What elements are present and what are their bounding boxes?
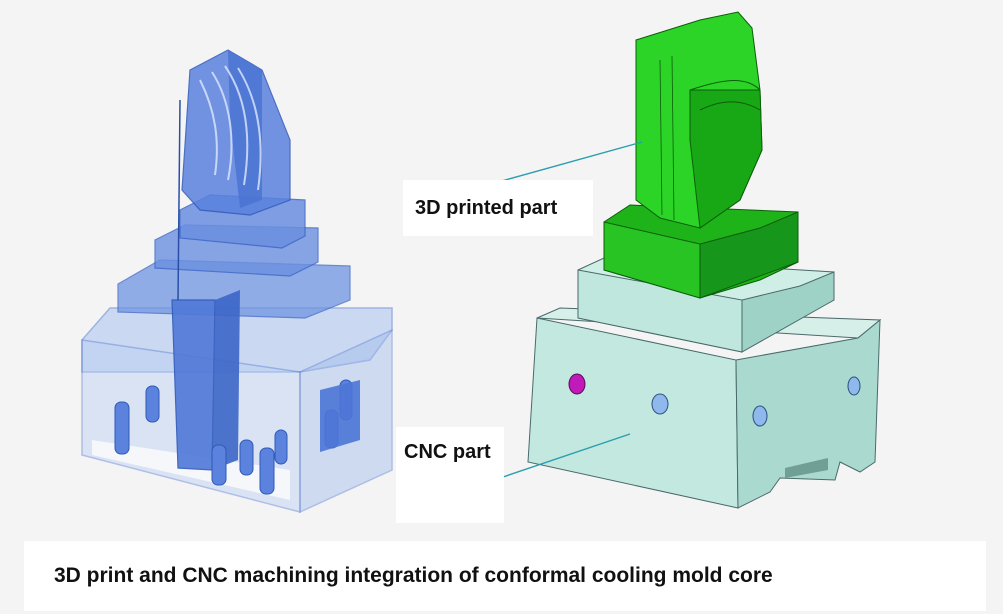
transparent-mold-core-model xyxy=(81,49,393,514)
printed-part-label: 3D printed part xyxy=(403,180,593,236)
printed-part-leader-line xyxy=(497,141,643,183)
cnc-part-label: CNC part xyxy=(396,427,504,523)
solid-mold-core-model xyxy=(527,11,882,509)
figure-caption: 3D print and CNC machining integration o… xyxy=(24,541,986,611)
cnc-part-leader-line xyxy=(499,433,631,479)
